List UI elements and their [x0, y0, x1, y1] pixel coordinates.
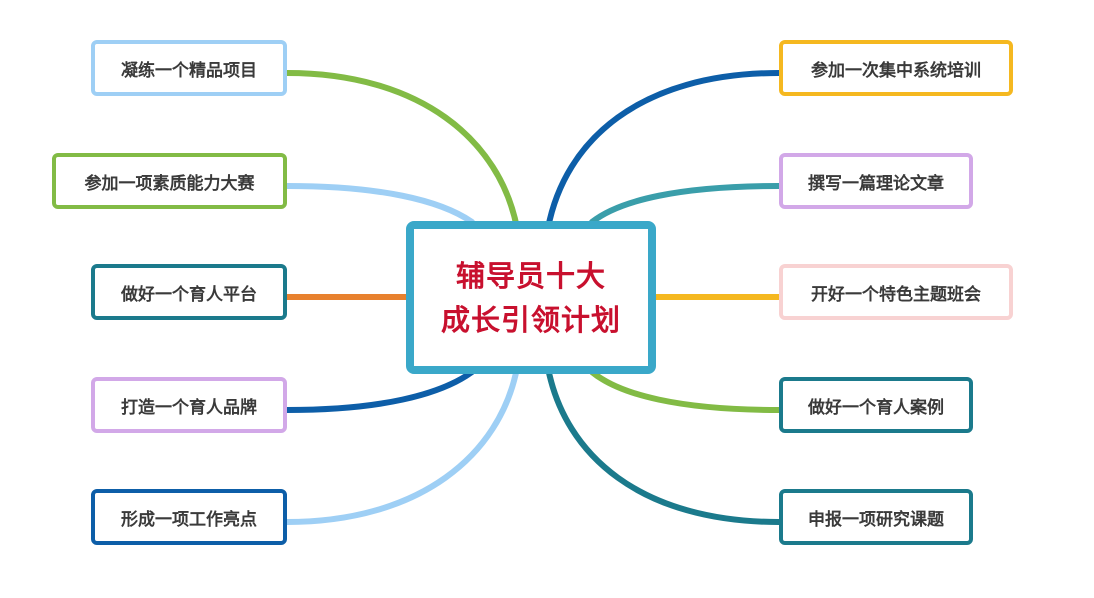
branch-node-left[interactable]: 打造一个育人品牌: [91, 377, 287, 433]
connector-line: [589, 183, 782, 225]
branch-node-left[interactable]: 形成一项工作亮点: [91, 489, 287, 545]
connector-line: [284, 183, 475, 225]
branch-node-left[interactable]: 凝练一个精品项目: [91, 40, 287, 96]
branch-node-left[interactable]: 参加一项素质能力大赛: [52, 153, 287, 209]
branch-node-right[interactable]: 撰写一篇理论文章: [779, 153, 973, 209]
connector-line: [589, 369, 782, 413]
connector-line: [284, 365, 520, 525]
branch-label: 开好一个特色主题班会: [811, 284, 981, 305]
central-topic[interactable]: 辅导员十大 成长引领计划: [406, 221, 656, 374]
branch-label: 凝练一个精品项目: [121, 60, 257, 81]
central-topic-line-2: 成长引领计划: [440, 302, 621, 337]
connector-line: [545, 365, 782, 525]
connector-line: [545, 70, 782, 231]
branch-label: 申报一项研究课题: [808, 509, 944, 530]
branch-node-right[interactable]: 做好一个育人案例: [779, 377, 973, 433]
branch-node-right[interactable]: 申报一项研究课题: [779, 489, 973, 545]
branch-label: 形成一项工作亮点: [121, 509, 257, 530]
branch-label: 做好一个育人平台: [121, 284, 257, 305]
branch-label: 做好一个育人案例: [808, 397, 944, 418]
branch-label: 参加一项素质能力大赛: [84, 173, 255, 194]
branch-node-right[interactable]: 开好一个特色主题班会: [779, 264, 1013, 320]
connector-line: [284, 369, 475, 413]
branch-label: 打造一个育人品牌: [121, 397, 257, 418]
branch-label: 参加一次集中系统培训: [811, 60, 981, 81]
central-topic-line-1: 辅导员十大: [455, 258, 606, 293]
branch-label: 撰写一篇理论文章: [808, 173, 944, 194]
connector-line: [284, 70, 520, 231]
branch-node-left[interactable]: 做好一个育人平台: [91, 264, 287, 320]
branch-node-right[interactable]: 参加一次集中系统培训: [779, 40, 1013, 96]
